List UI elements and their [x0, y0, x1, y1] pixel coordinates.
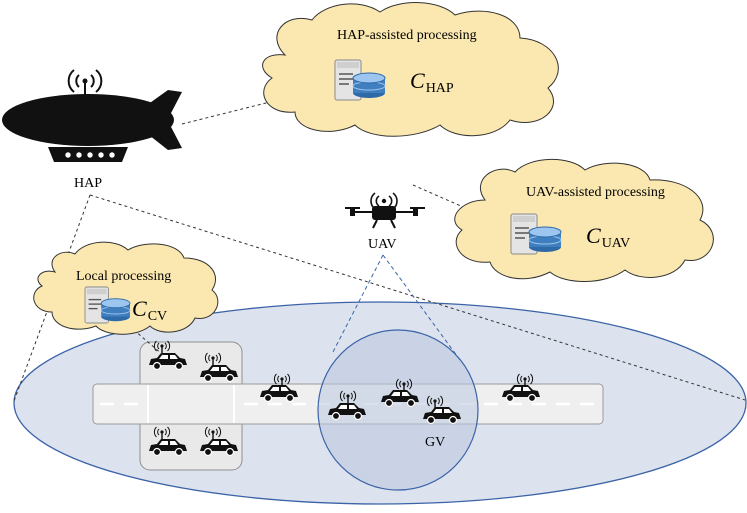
drone-icon [345, 192, 425, 229]
uav-processing-cloud [454, 158, 714, 282]
airship-icon [2, 69, 182, 162]
hap-cloud-title: HAP-assisted processing [337, 28, 477, 43]
local-processing-cloud [33, 241, 219, 335]
local-cloud-title: Local processing [76, 269, 171, 284]
hap-label: HAP [74, 176, 102, 191]
uav-server-label: CUAV [586, 223, 630, 251]
hap-server-label: CHAP [410, 68, 454, 96]
uav-label: UAV [368, 237, 397, 252]
uav-coverage-zone [317, 329, 479, 491]
hap-processing-cloud [262, 2, 559, 137]
local-server-label: CCV [132, 296, 167, 324]
uav-cloud-title: UAV-assisted processing [526, 185, 665, 200]
gv-label: GV [425, 435, 445, 450]
